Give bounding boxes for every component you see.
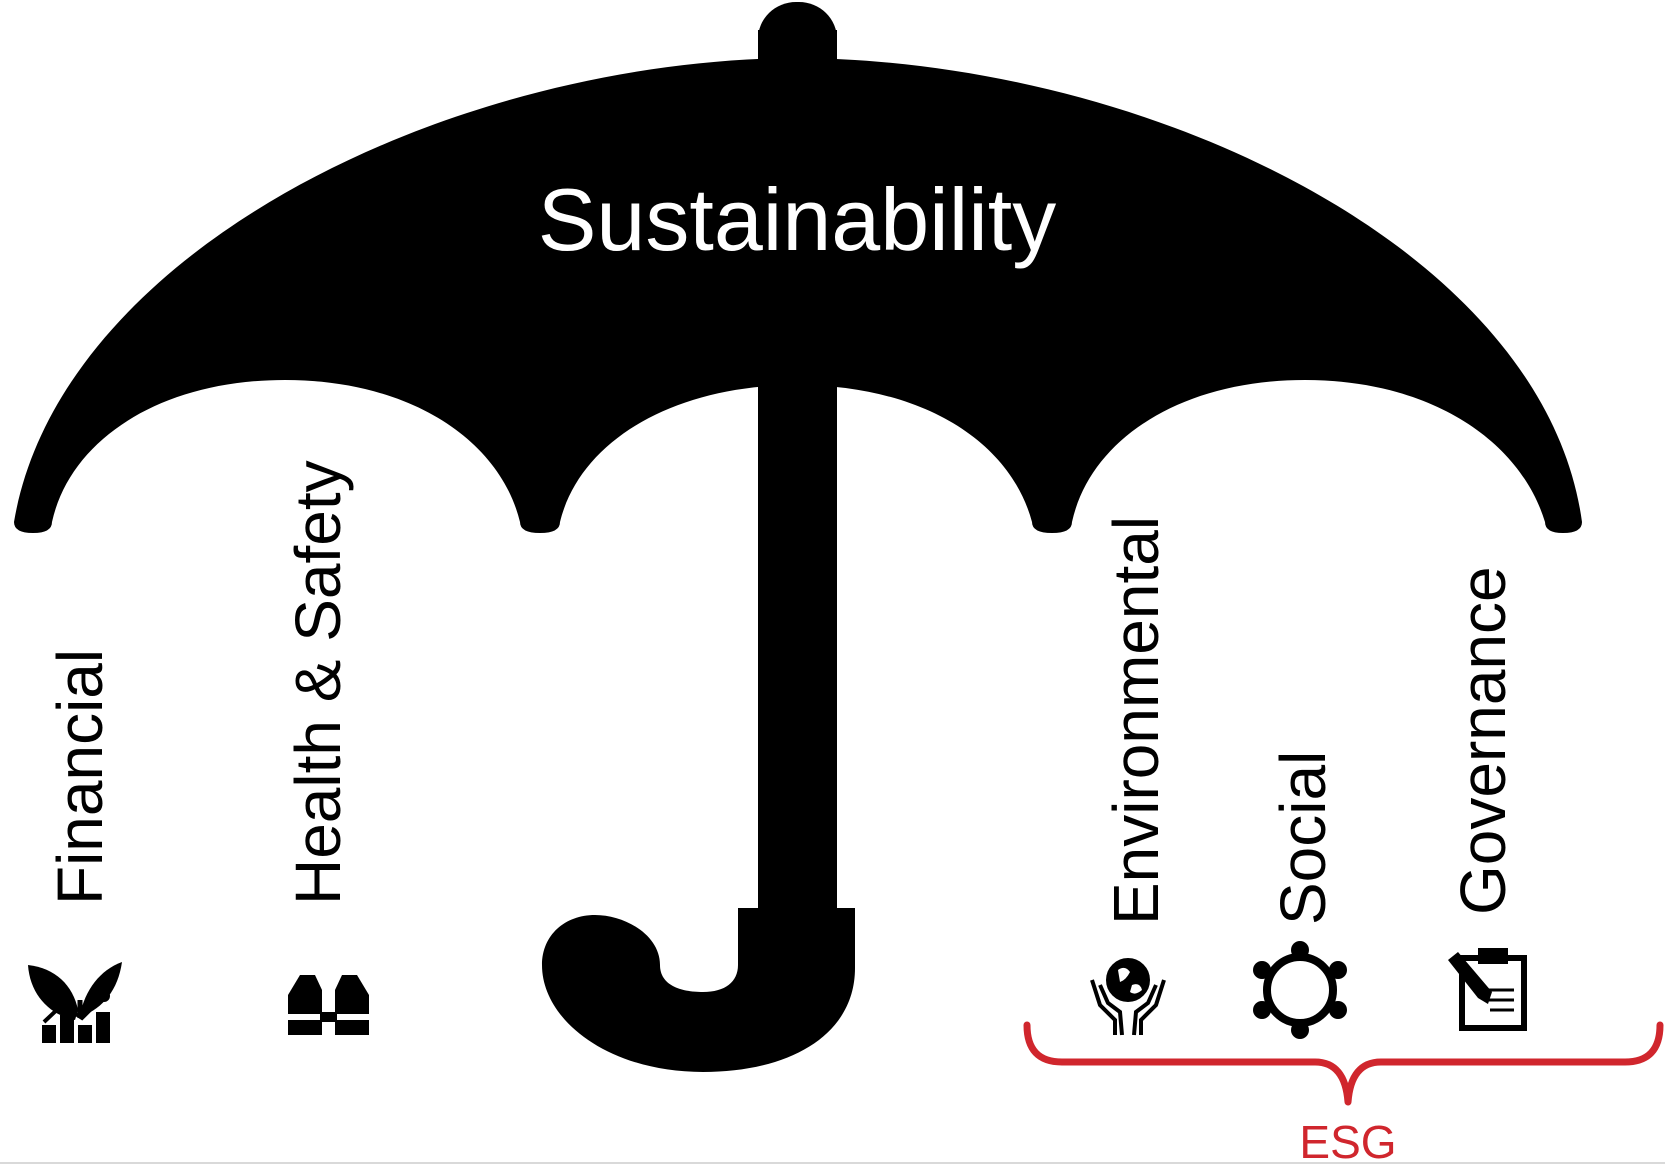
pillar-label-social: Social [1267,751,1339,925]
umbrella-shaft [758,380,837,910]
esg-brace [1023,1021,1664,1106]
umbrella-handle [542,908,855,1072]
pillar-label-governance: Governance [1447,566,1519,915]
globe-in-hands-icon [1090,958,1166,1036]
umbrella-canopy [14,58,1582,533]
pillar-label-health-safety: Health & Safety [282,460,354,905]
umbrella [14,2,1582,1072]
esg-label: ESG [1299,1116,1396,1168]
people-circle-icon [1253,941,1347,1039]
pillar-label-environmental: Environmental [1100,516,1172,925]
clipboard-pen-icon [1448,948,1527,1031]
bottom-divider [0,1162,1665,1164]
financial-growth-icon [28,962,122,1043]
pillar-label-financial: Financial [44,649,116,905]
safety-vest-icon [288,975,369,1035]
umbrella-title: Sustainability [538,170,1057,269]
